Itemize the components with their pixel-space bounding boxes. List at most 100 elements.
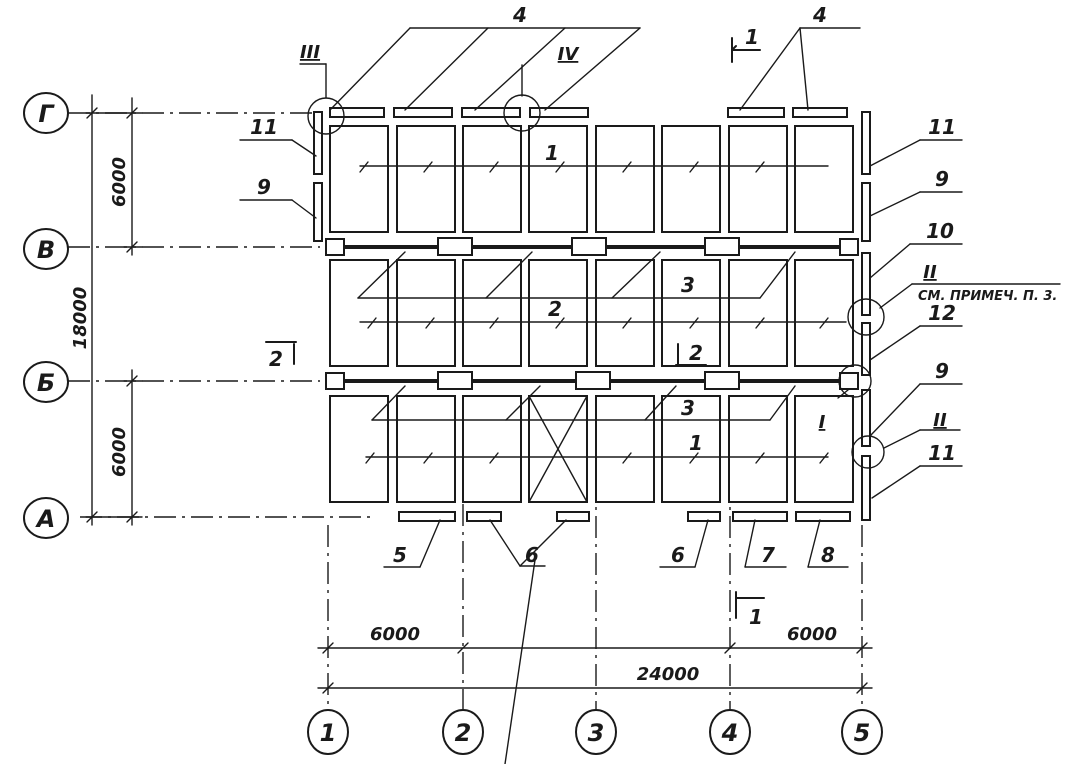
slab-panel [794, 259, 854, 367]
column-head [575, 371, 611, 390]
edge-element [529, 107, 589, 118]
label-4-right: 4 [812, 3, 827, 27]
column-head [325, 372, 345, 390]
label-5: 5 [393, 543, 407, 567]
slab-panel [462, 395, 522, 503]
axis-label-4: 4 [721, 719, 739, 747]
axis-label-g: Г [38, 100, 55, 128]
slab-panel [661, 395, 721, 503]
axis-label-5: 5 [854, 719, 871, 747]
dim-overall-vertical: 18000 [70, 287, 91, 350]
column-head [437, 237, 473, 256]
slab-panel [595, 125, 655, 233]
slab-panel [528, 125, 588, 233]
section-cut-1-bottom: 1 [735, 591, 765, 629]
edge-element [398, 511, 456, 522]
section-cut-1-top: 1 [731, 25, 761, 63]
callout-node-I: I [819, 412, 826, 433]
side-panel [861, 182, 871, 242]
axis-label-v: В [37, 236, 55, 264]
slab-panel [329, 259, 389, 367]
slab-panel [396, 125, 456, 233]
slab-panel [462, 259, 522, 367]
label-3-bottom: 3 [681, 396, 695, 420]
label-7: 7 [761, 543, 775, 567]
slab-panel [794, 395, 854, 503]
dim-overall-horizontal: 24000 [637, 664, 700, 685]
label-2: 2 [548, 297, 562, 321]
slab-opening-cross [528, 395, 588, 503]
column-head [839, 372, 859, 390]
section-cut-label: 2 [269, 347, 283, 371]
edge-element [466, 511, 502, 522]
axis-label-a: А [35, 505, 56, 533]
axis-bubble-b: Б [23, 361, 69, 403]
label-4-left: 4 [512, 3, 527, 27]
label-1-top: 1 [545, 141, 559, 165]
edge-element [792, 107, 848, 118]
callout-node-II-lower: II [933, 410, 947, 431]
axis-label-3: 3 [588, 719, 605, 747]
slab-panel [794, 125, 854, 233]
callout-node-II-upper: II [923, 262, 937, 283]
column-heads [325, 237, 859, 390]
slab-panel [462, 125, 522, 233]
axis-label-b: Б [37, 369, 55, 397]
dim-bay-vertical-top: 6000 [109, 157, 130, 207]
edge-element [687, 511, 721, 522]
edge-element [795, 511, 851, 522]
side-panels [313, 111, 871, 521]
section-cut-2-left: 2 [265, 341, 297, 371]
section-cut-2-right: 2 [675, 341, 707, 366]
position-labels: 4 4 1 3 2 3 1 5 6 6 7 8 11 9 11 9 10 12 … [250, 3, 956, 567]
label-6-left: 6 [525, 543, 539, 567]
section-cut-label: 1 [749, 605, 763, 629]
axis-bubble-a: А [23, 497, 69, 539]
slab-row-bottom [329, 395, 854, 503]
slab-panel [595, 259, 655, 367]
slab-panel [396, 259, 456, 367]
side-panel [861, 322, 871, 376]
slab-panel [329, 125, 389, 233]
dimension-chain-vertical: 6000 6000 18000 [70, 94, 143, 526]
slab-panel [728, 125, 788, 233]
slab-panel [728, 395, 788, 503]
column-head [571, 237, 607, 256]
edge-elements-top [329, 107, 848, 118]
edge-element [393, 107, 453, 118]
edge-element [329, 107, 385, 118]
side-panel [313, 111, 323, 175]
axis-label-1: 1 [320, 719, 337, 747]
node-callouts: III IV II СМ. ПРИМЕЧ. П. 3. I II [300, 42, 1057, 433]
callout-node-III: III [300, 42, 320, 63]
node-circle-II-lower [851, 435, 885, 469]
label-11-right-top: 11 [928, 115, 956, 139]
dim-bay-vertical-bottom: 6000 [109, 427, 130, 477]
column-head [437, 371, 473, 390]
callout-see-note: СМ. ПРИМЕЧ. П. 3. [918, 289, 1057, 304]
slab-row-middle [329, 259, 854, 367]
side-panel [861, 111, 871, 175]
axis-bubble-4: 4 [709, 709, 751, 755]
axis-bubble-2: 2 [442, 709, 484, 755]
slab-panel [728, 259, 788, 367]
label-11-right-bottom: 11 [928, 441, 956, 465]
slab-panel [661, 259, 721, 367]
label-9-left: 9 [257, 175, 271, 199]
axis-bubble-5: 5 [841, 709, 883, 755]
label-8: 8 [821, 543, 835, 567]
edge-element [732, 511, 788, 522]
side-panel [861, 252, 871, 316]
edge-element [461, 107, 521, 118]
dimension-chain-horizontal: 6000 6000 24000 [317, 624, 873, 694]
edge-element [556, 511, 590, 522]
axis-bubble-1: 1 [307, 709, 349, 755]
slab-panel [595, 395, 655, 503]
node-circle-II-upper [847, 298, 885, 336]
label-1-bottom: 1 [689, 431, 703, 455]
side-panel [861, 455, 871, 521]
column-head [704, 237, 740, 256]
axis-label-2: 2 [455, 719, 472, 747]
label-12: 12 [928, 301, 956, 325]
